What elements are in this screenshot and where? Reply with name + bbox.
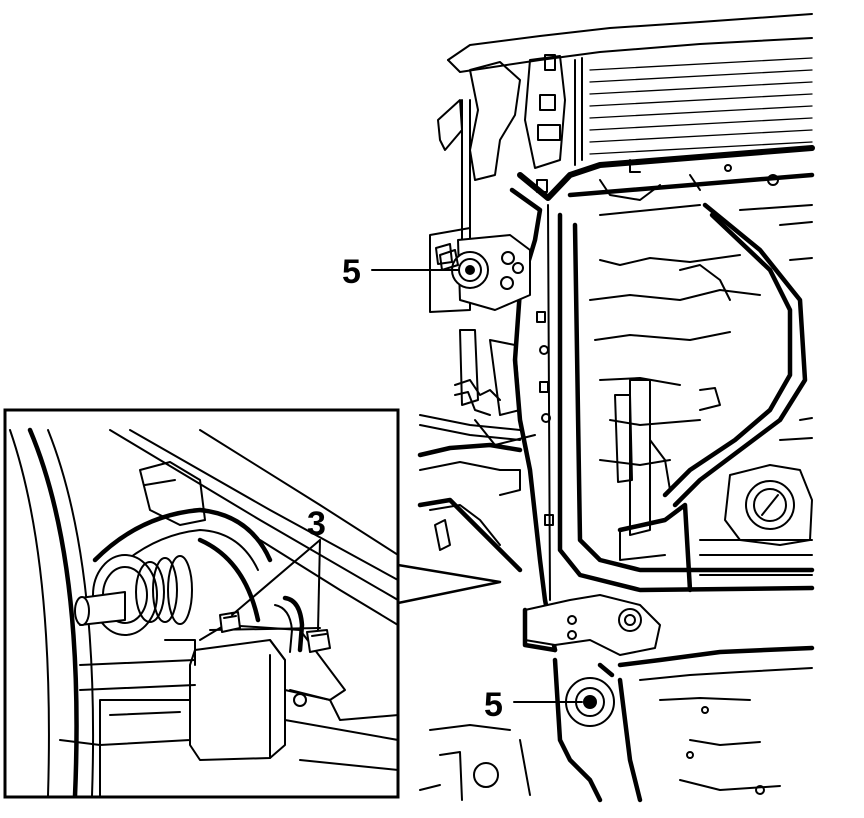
- inset-pointer: [396, 563, 502, 605]
- callout-label-3: 3: [307, 505, 326, 543]
- mount-bolt-right: [306, 629, 331, 653]
- crossmember-tube: [589, 202, 808, 508]
- upper-mount: [439, 234, 531, 311]
- callout-label-5-lower: 5: [484, 686, 503, 724]
- lower-left-structure: [417, 442, 531, 801]
- callout-5-lower: 5: [484, 686, 583, 724]
- right-side-detail: [699, 204, 813, 576]
- radiator-fins: [589, 57, 813, 155]
- callout-label-5-upper: 5: [342, 253, 361, 291]
- main-view: 5 5: [342, 13, 815, 803]
- callout-3: 3: [231, 505, 326, 631]
- lower-mount: [522, 594, 815, 803]
- callout-5-upper: 5: [342, 253, 459, 291]
- front-subframe: [509, 145, 815, 653]
- detail-inset: 3: [3, 408, 502, 799]
- center-bracket: [614, 379, 693, 593]
- radiator-section: [447, 13, 813, 181]
- mount-bolt-left: [219, 611, 241, 633]
